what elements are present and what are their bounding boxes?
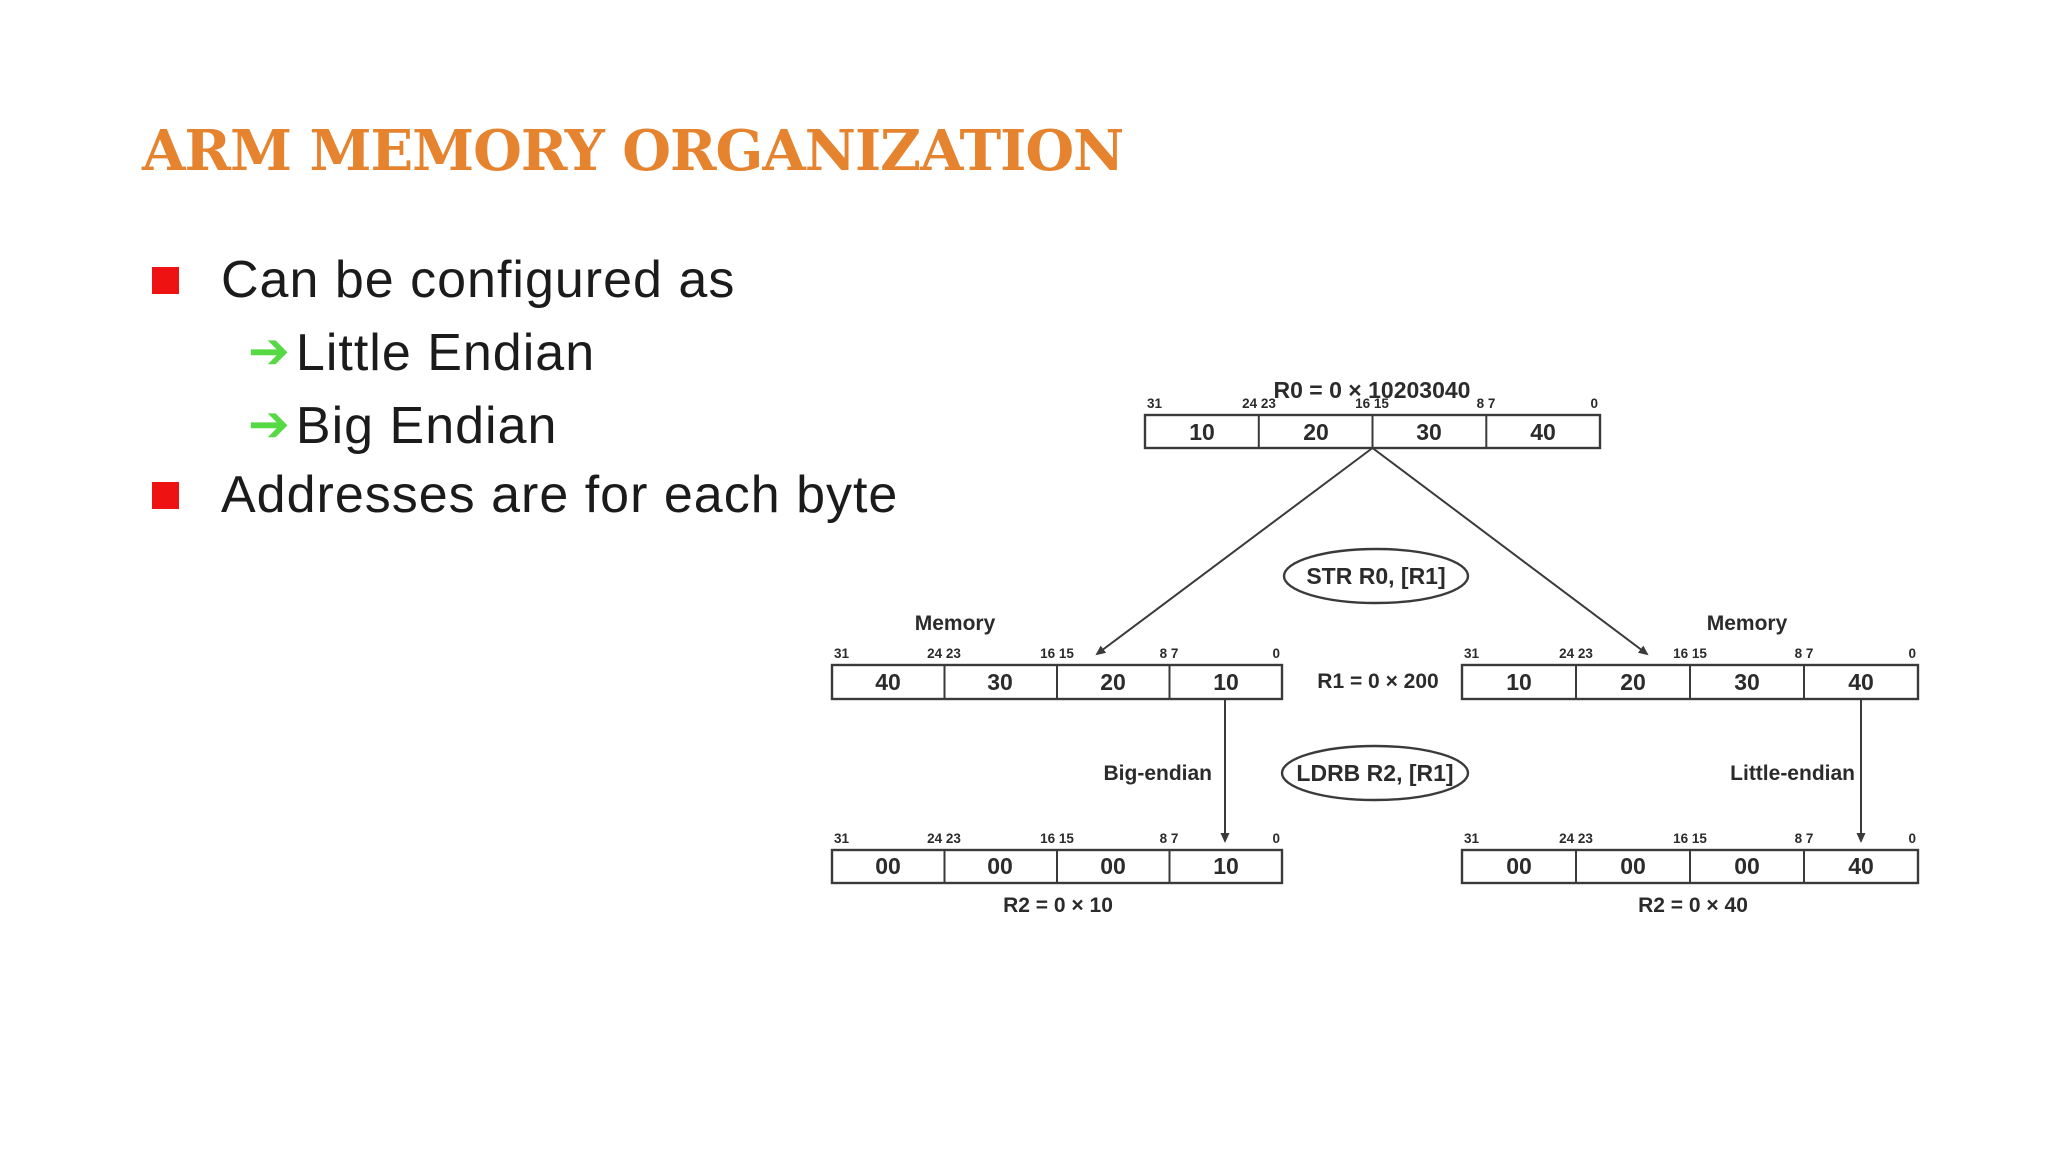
bullet-text: Addresses are for each byte xyxy=(221,466,899,524)
bullet-text: Can be configured as xyxy=(221,251,736,309)
bit-label: 8 7 xyxy=(1795,646,1814,661)
cell-value: 30 xyxy=(1734,669,1760,695)
bit-label: 31 xyxy=(1464,646,1480,661)
bit-label: 16 15 xyxy=(1040,831,1074,846)
memory-right-label: Memory xyxy=(1707,612,1788,635)
bullet-item-addresses: Addresses are for each byte xyxy=(152,463,898,527)
cell-value: 20 xyxy=(1100,669,1126,695)
memory-left-label: Memory xyxy=(915,612,996,635)
ldrb-instruction-label: LDRB R2, [R1] xyxy=(1296,760,1453,786)
bit-label: 16 15 xyxy=(1673,831,1707,846)
cell-value: 20 xyxy=(1303,419,1329,445)
bullet-item-big-endian: ➔ Big Endian xyxy=(248,394,557,458)
str-instruction-label: STR R0, [R1] xyxy=(1306,563,1445,589)
r0-value-label: R0 = 0 × 10203040 xyxy=(1274,377,1471,403)
bullet-item-little-endian: ➔ Little Endian xyxy=(248,321,595,385)
cell-value: 40 xyxy=(1848,853,1874,879)
bit-label: 24 23 xyxy=(1559,831,1593,846)
green-arrow-bullet-icon: ➔ xyxy=(248,323,290,379)
register-r2-big-endian: 31 24 23 16 15 8 7 0 00 00 00 10 xyxy=(830,831,1284,885)
page-title: ARM MEMORY ORGANIZATION xyxy=(142,118,1124,184)
bit-label: 8 7 xyxy=(1477,396,1496,411)
register-r0: 31 24 23 16 15 8 7 0 10 20 30 40 xyxy=(1143,396,1602,450)
cell-value: 00 xyxy=(1734,853,1760,879)
bit-label: 16 15 xyxy=(1355,396,1389,411)
big-endian-label: Big-endian xyxy=(1104,762,1213,785)
bullet-text: Big Endian xyxy=(295,397,558,455)
cell-value: 00 xyxy=(1506,853,1532,879)
bit-label: 31 xyxy=(834,831,850,846)
cell-value: 40 xyxy=(875,669,901,695)
cell-value: 00 xyxy=(987,853,1013,879)
bit-label: 24 23 xyxy=(1559,646,1593,661)
bit-label: 24 23 xyxy=(927,831,961,846)
cell-value: 00 xyxy=(1100,853,1126,879)
bit-label: 0 xyxy=(1908,646,1916,661)
bullet-text: Little Endian xyxy=(295,324,596,382)
bit-label: 31 xyxy=(834,646,850,661)
red-square-bullet-icon xyxy=(152,481,179,509)
bullet-item-can-be-configured: Can be configured as xyxy=(152,248,735,312)
little-endian-label: Little-endian xyxy=(1730,762,1855,785)
cell-value: 20 xyxy=(1620,669,1646,695)
r1-value-label: R1 = 0 × 200 xyxy=(1317,670,1438,693)
register-memory-big-endian: 31 24 23 16 15 8 7 0 40 30 20 10 xyxy=(830,646,1284,701)
cell-value: 40 xyxy=(1530,419,1556,445)
bit-label: 8 7 xyxy=(1160,646,1179,661)
ldrb-instruction-ellipse xyxy=(1280,744,1470,802)
cell-value: 10 xyxy=(1213,669,1239,695)
store-arrow-to-little-endian xyxy=(1371,447,1649,656)
bit-label: 16 15 xyxy=(1040,646,1074,661)
r2-little-value-label: R2 = 0 × 40 xyxy=(1638,894,1748,917)
cell-value: 00 xyxy=(1620,853,1646,879)
r2-big-value-label: R2 = 0 × 10 xyxy=(1003,894,1113,917)
bit-label: 31 xyxy=(1147,396,1163,411)
bit-label: 0 xyxy=(1272,646,1280,661)
bit-label: 24 23 xyxy=(927,646,961,661)
bit-label: 8 7 xyxy=(1160,831,1179,846)
bit-label: 24 23 xyxy=(1242,396,1276,411)
register-r2-little-endian: 31 24 23 16 15 8 7 0 00 00 00 40 xyxy=(1460,831,1920,885)
cell-value: 00 xyxy=(875,853,901,879)
bit-label: 0 xyxy=(1272,831,1280,846)
bit-label: 0 xyxy=(1590,396,1598,411)
bit-label: 0 xyxy=(1908,831,1916,846)
cell-value: 10 xyxy=(1213,853,1239,879)
register-memory-little-endian: 31 24 23 16 15 8 7 0 10 20 30 40 xyxy=(1460,646,1920,701)
cell-value: 30 xyxy=(1416,419,1442,445)
cell-value: 10 xyxy=(1189,419,1215,445)
cell-value: 40 xyxy=(1848,669,1874,695)
bit-label: 16 15 xyxy=(1673,646,1707,661)
bit-label: 31 xyxy=(1464,831,1480,846)
store-arrow-to-big-endian xyxy=(1095,447,1374,656)
cell-value: 10 xyxy=(1506,669,1532,695)
str-instruction-ellipse xyxy=(1282,547,1470,605)
red-square-bullet-icon xyxy=(152,266,179,294)
cell-value: 30 xyxy=(987,669,1013,695)
green-arrow-bullet-icon: ➔ xyxy=(248,396,290,452)
bit-label: 8 7 xyxy=(1795,831,1814,846)
